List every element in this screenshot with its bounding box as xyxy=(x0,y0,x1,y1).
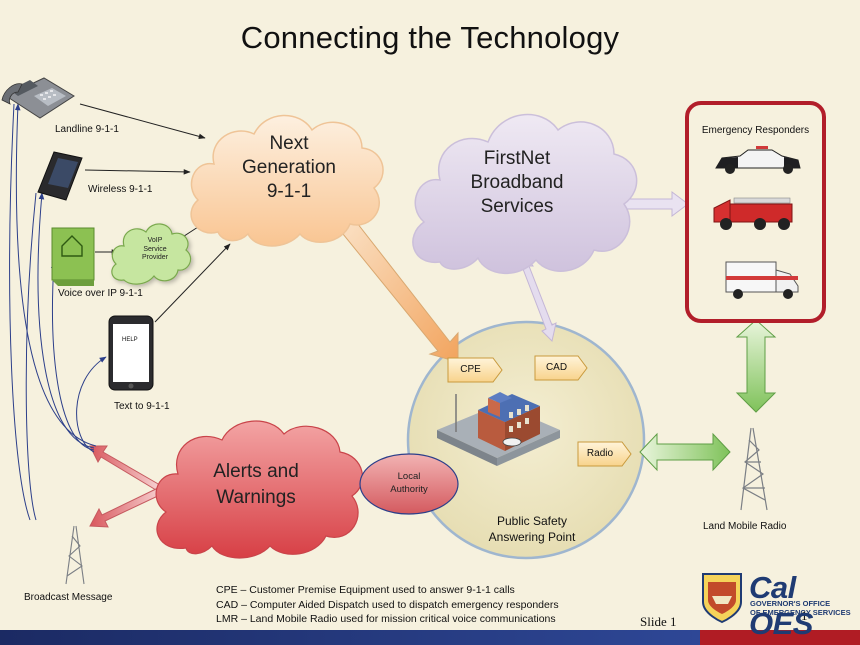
landline-connector xyxy=(79,103,206,140)
cad-tag-shape xyxy=(534,355,588,381)
voip-house-icon xyxy=(51,227,95,286)
cal-oes-seal xyxy=(702,573,742,624)
voip-cloud xyxy=(111,223,192,285)
radio-lmr-arrow xyxy=(639,432,731,472)
smartphone-icon xyxy=(108,315,154,391)
responders-lmr-arrow xyxy=(735,319,777,413)
text-label: Text to 9-1-1 xyxy=(114,401,170,412)
slide-number-label: Slide 1 xyxy=(640,614,677,629)
lmr-tower-icon xyxy=(740,427,768,511)
ambulance-icon xyxy=(725,261,799,299)
landline-label: Landline 9-1-1 xyxy=(55,124,119,135)
legend-cad: CAD – Computer Aided Dispatch used to di… xyxy=(216,598,559,611)
local-authority-label: Local Authority xyxy=(390,471,428,495)
psap-building-icon xyxy=(437,392,560,466)
cal-oes-logo-text: Cal OES xyxy=(749,570,813,641)
phone-screen-text: HELP xyxy=(122,337,138,343)
ng911-cloud xyxy=(190,114,384,247)
psap-label: Public Safety Answering Point xyxy=(488,514,576,544)
police-car-icon xyxy=(715,146,801,174)
lmr-label: Land Mobile Radio xyxy=(703,521,787,532)
alerts-arrow-down xyxy=(89,487,163,528)
legend-lmr: LMR – Land Mobile Radio used for mission… xyxy=(216,613,556,625)
slide-title: Connecting the Technology xyxy=(240,20,620,55)
firstnet-label: FirstNet Broadband Services xyxy=(470,148,564,217)
acronym-legend: CPE – Customer Premise Equipment used to… xyxy=(216,583,559,627)
landline-phone-icon xyxy=(1,77,75,119)
broadcast-tower-icon xyxy=(65,525,85,585)
broadcast-label: Broadcast Message xyxy=(24,592,113,603)
broadcast-to-landline xyxy=(9,103,31,521)
footer-accent-bar xyxy=(700,630,860,645)
alerts-label: Alerts and Warnings xyxy=(213,461,299,508)
cad-tag: CAD xyxy=(545,362,568,373)
wireless-phone-icon xyxy=(37,151,83,201)
alerts-arrow-up xyxy=(89,445,161,491)
alert-to-wireless xyxy=(37,192,95,449)
broadcast-to-wireless xyxy=(25,192,37,521)
footer-bar xyxy=(0,630,700,645)
legend-cpe: CPE – Customer Premise Equipment used to… xyxy=(216,584,515,596)
wireless-label: Wireless 9-1-1 xyxy=(88,184,153,195)
voip-cloud-label: VoIP Service Provider xyxy=(141,237,169,261)
cpe-tag: CPE xyxy=(460,364,481,375)
responders-label: Emergency Responders xyxy=(701,125,810,136)
voip-label: Voice over IP 9-1-1 xyxy=(58,288,143,299)
text-connector xyxy=(154,243,231,323)
page-number: 1 xyxy=(801,608,808,623)
alerts-cloud xyxy=(155,420,363,559)
cpe-tag-shape xyxy=(447,357,503,383)
cal-oes-logo-subtitle: GOVERNOR'S OFFICE OF EMERGENCY SERVICES xyxy=(750,599,851,617)
wireless-connector xyxy=(84,169,191,175)
alert-to-landline xyxy=(14,103,97,447)
ng911-label: Next Generation 9-1-1 xyxy=(241,133,336,202)
radio-tag: Radio xyxy=(586,448,614,459)
ng911-to-psap-arrow xyxy=(329,204,459,363)
alert-to-text xyxy=(76,356,107,453)
local-authority-ellipse xyxy=(359,453,459,515)
alert-to-voip xyxy=(50,261,95,451)
radio-tag-shape xyxy=(577,441,632,467)
fire-truck-icon xyxy=(713,197,793,230)
firstnet-cloud xyxy=(412,113,638,275)
